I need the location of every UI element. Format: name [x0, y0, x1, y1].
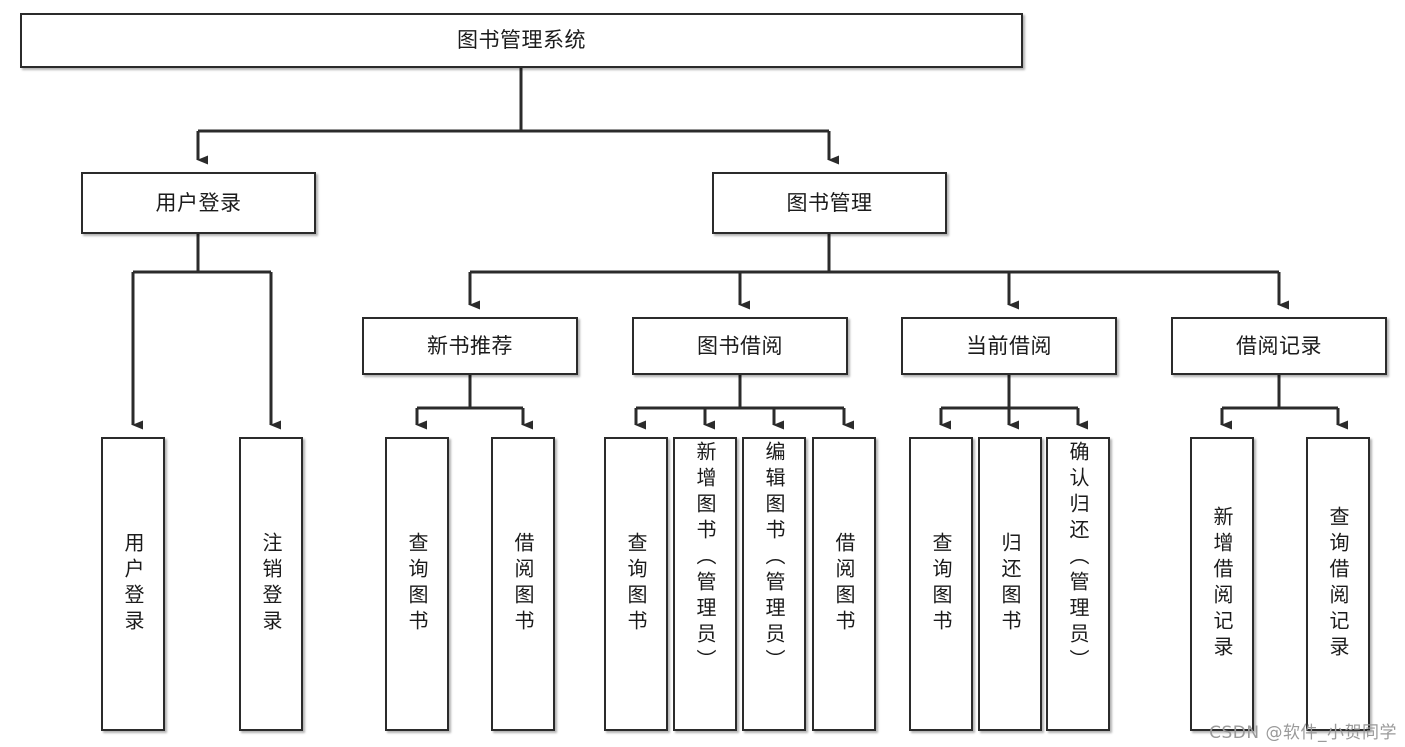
- leaf-book-borrow-query[interactable]: 查询图书: [604, 437, 668, 731]
- leaf-current-borrow-query[interactable]: 查询图书: [909, 437, 973, 731]
- node-label: 新增图书（管理员）: [693, 441, 717, 675]
- node-label: 查询借阅记录: [1326, 506, 1350, 662]
- csdn-watermark: CSDN @软件_小贺同学: [1209, 723, 1397, 743]
- node-book-management[interactable]: 图书管理: [712, 172, 947, 234]
- node-label: 新增借阅记录: [1210, 506, 1234, 662]
- node-label: 确认归还（管理员）: [1066, 441, 1090, 675]
- node-label: 借阅记录: [1236, 333, 1322, 358]
- leaf-user-login-signout[interactable]: 注销登录: [239, 437, 303, 731]
- leaf-borrow-record-add[interactable]: 新增借阅记录: [1190, 437, 1254, 731]
- node-book-borrow[interactable]: 图书借阅: [632, 317, 848, 375]
- leaf-book-borrow-lend[interactable]: 借阅图书: [812, 437, 876, 731]
- node-label: 图书管理系统: [457, 28, 586, 53]
- leaf-new-book-query[interactable]: 查询图书: [385, 437, 449, 731]
- node-label: 查询图书: [624, 532, 648, 636]
- leaf-book-borrow-edit[interactable]: 编辑图书（管理员）: [742, 437, 806, 731]
- node-label: 用户登录: [155, 190, 242, 215]
- node-label: 借阅图书: [832, 532, 856, 636]
- node-user-login[interactable]: 用户登录: [81, 172, 316, 234]
- node-label: 借阅图书: [511, 532, 535, 636]
- leaf-new-book-borrow[interactable]: 借阅图书: [491, 437, 555, 731]
- leaf-current-borrow-confirm[interactable]: 确认归还（管理员）: [1046, 437, 1110, 731]
- leaf-current-borrow-return[interactable]: 归还图书: [978, 437, 1042, 731]
- leaf-user-login-signin[interactable]: 用户登录: [101, 437, 165, 731]
- node-label: 注销登录: [259, 532, 283, 636]
- node-label: 归还图书: [998, 532, 1022, 636]
- node-label: 查询图书: [405, 532, 429, 636]
- node-label: 图书管理: [786, 190, 873, 215]
- leaf-book-borrow-add[interactable]: 新增图书（管理员）: [673, 437, 737, 731]
- node-new-book-recommend[interactable]: 新书推荐: [362, 317, 578, 375]
- node-current-borrow[interactable]: 当前借阅: [901, 317, 1117, 375]
- node-label: 新书推荐: [427, 333, 513, 358]
- leaf-borrow-record-query[interactable]: 查询借阅记录: [1306, 437, 1370, 731]
- node-label: 图书借阅: [697, 333, 783, 358]
- node-label: 查询图书: [929, 532, 953, 636]
- node-root-system[interactable]: 图书管理系统: [20, 13, 1023, 68]
- node-borrow-record[interactable]: 借阅记录: [1171, 317, 1387, 375]
- node-label: 用户登录: [121, 532, 145, 636]
- node-label: 当前借阅: [966, 333, 1052, 358]
- node-label: 编辑图书（管理员）: [762, 441, 786, 675]
